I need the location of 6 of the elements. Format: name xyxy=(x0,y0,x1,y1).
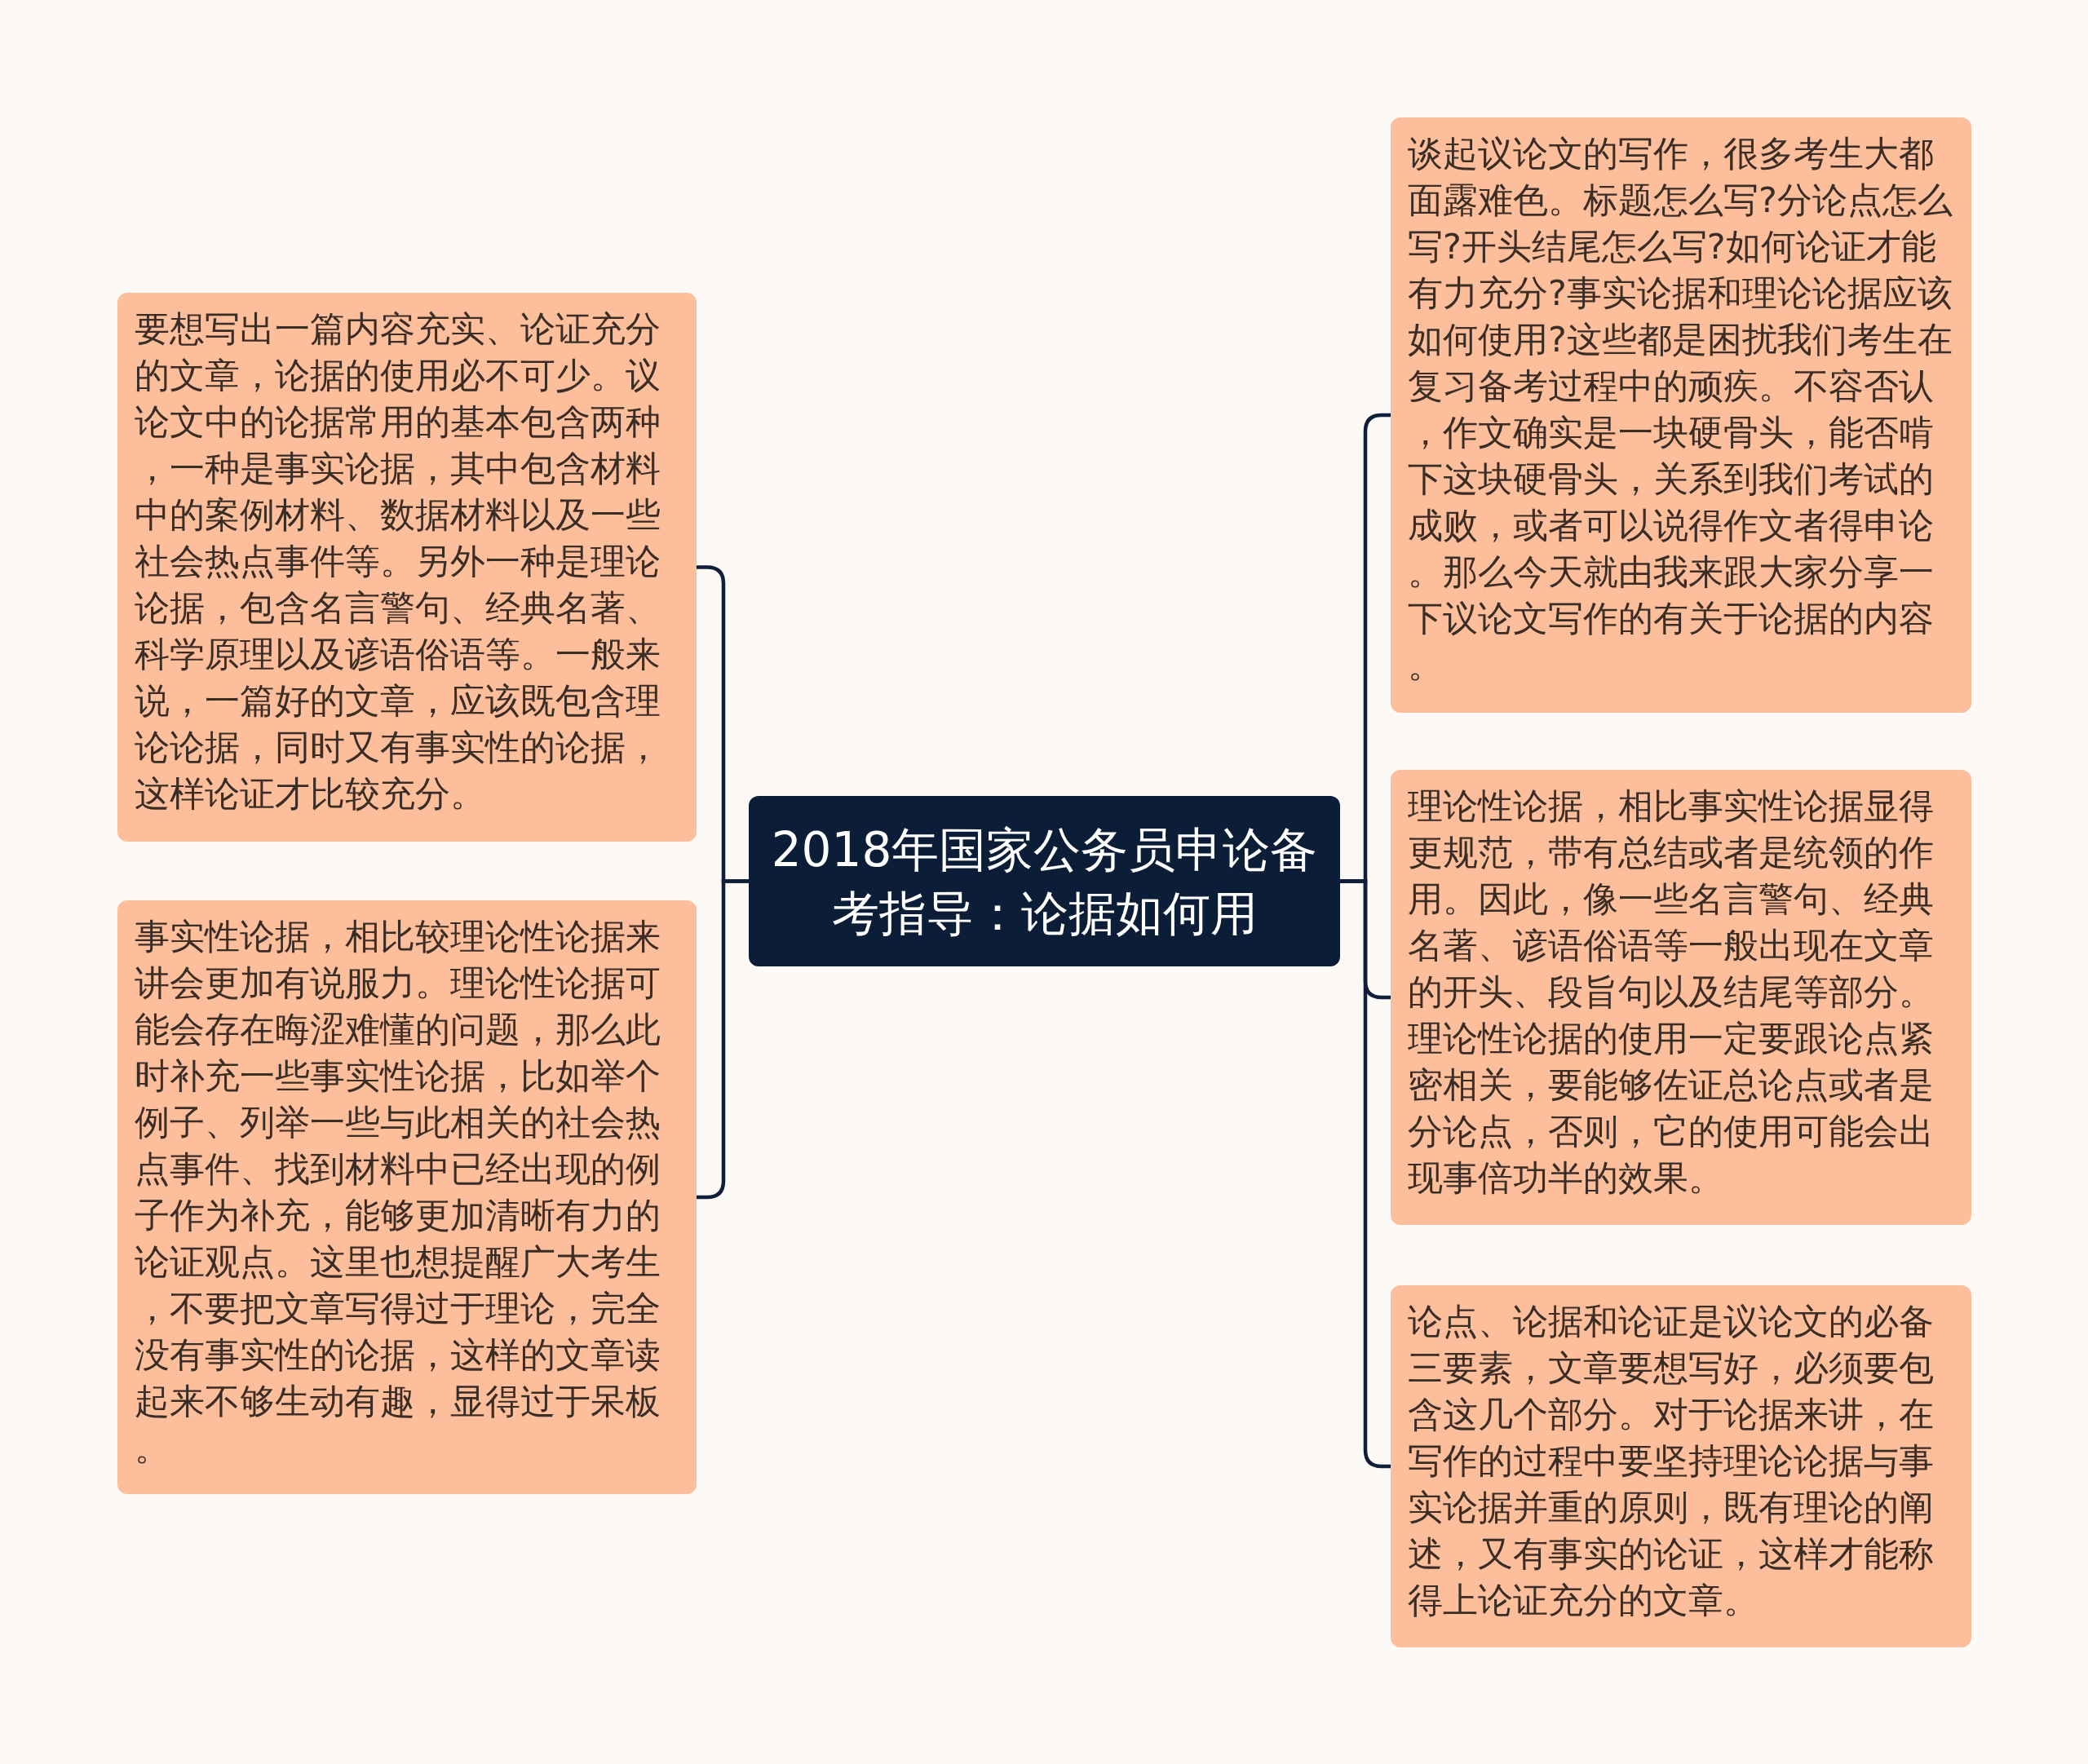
note-box: 论点、论据和论证是议论文的必备三要素，文章要想写好，必须要包含这几个部分。对于论据来讲，在写作的过程中要坚持理论论据与事实论据并重的原则，既有理论的阐述，又有事实的论证，这样才能称得上论证充分的文章。 xyxy=(1391,1285,1971,1647)
topic-box: 2018年国家公务员申论备考指导：论据如何用 xyxy=(749,796,1340,966)
note-box: 谈起议论文的写作，很多考生大都面露难色。标题怎么写?分论点怎么写?开头结尾怎么写?如何论证才能有力充分?事实论据和理论论据应该如何使用?这些都是困扰我们考生在复习备考过程中的顽疾。不容否认，作文确实是一块硬骨头，能否啃下这块硬骨头，关系到我们考试的成败，或者可以说得作文者得申论。那么今天就由我来跟大家分享一下议论文写作的有关于论据的内容。 xyxy=(1391,117,1971,713)
note-box: 要想写出一篇内容充实、论证充分的文章，论据的使用必不可少。议论文中的论据常用的基本包含两种，一种是事实论据，其中包含材料中的案例材料、数据材料以及一些社会热点事件等。另外一种是理论论据，包含名言警句、经典名著、科学原理以及谚语俗语等。一般来说，一篇好的文章，应该既包含理论论据，同时又有事实性的论据，这样论证才比较充分。 xyxy=(117,293,697,842)
note-box: 事实性论据，相比较理论性论据来讲会更加有说服力。理论性论据可能会存在晦涩难懂的问题，那么此时补充一些事实性论据，比如举个例子、列举一些与此相关的社会热点事件、找到材料中已经出现的例子作为补充，能够更加清晰有力的论证观点。这里也想提醒广大考生，不要把文章写得过于理论，完全没有事实性的论据，这样的文章读起来不够生动有趣，显得过于呆板。 xyxy=(117,900,697,1494)
note-box: 理论性论据，相比事实性论据显得更规范，带有总结或者是统领的作用。因此，像一些名言警句、经典名著、谚语俗语等一般出现在文章的开头、段旨句以及结尾等部分。理论性论据的使用一定要跟论点紧密相关，要能够佐证总论点或者是分论点，否则，它的使用可能会出现事倍功半的效果。 xyxy=(1391,770,1971,1225)
